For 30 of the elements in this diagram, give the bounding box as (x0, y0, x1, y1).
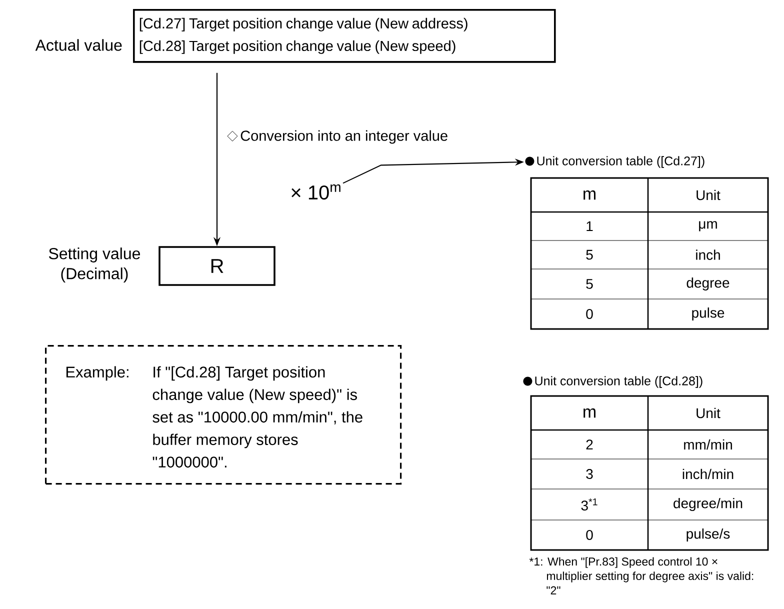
table-cell: Unit (696, 190, 720, 200)
table-cell: inch/min (682, 468, 734, 480)
table-cell: pulse (692, 307, 724, 321)
table-cell: pulse/s (686, 528, 730, 542)
note-box: Example: If "[Cd.28] Target position change value (New speed)" is set as "10000.00 mm/min", the buffer memory stores "1000000". (45, 345, 402, 485)
edge-label: Conversion into an integer value (227, 130, 448, 144)
node-caption: Setting value (Decimal) (48, 248, 140, 282)
node-caption: Actual value (35, 39, 122, 51)
table-cell: μm (699, 221, 717, 232)
table-cell: 3 (586, 469, 593, 479)
table-cell: 5 (586, 250, 593, 260)
table-cell: 0 (586, 530, 593, 540)
table-heading: Unit conversion table ([Cd.27]) (525, 156, 704, 168)
footnote: *1: When "[Pr.83] Speed control 10 × multiplier setting for degree axis" is valid: "2" (529, 557, 754, 594)
table-cell: 3$^{*1}$ (581, 498, 598, 511)
table-cell: 1 (586, 221, 593, 231)
table-cell: m (584, 190, 596, 200)
table-cell: degree/min (674, 498, 742, 512)
table-cell: Unit (696, 408, 720, 418)
value-box: [Cd.27] Target position change value (New address) [Cd.28] Target position change value (New speed) (133, 9, 556, 63)
value-box: R (158, 246, 276, 286)
table-heading: Unit conversion table ([Cd.28]) (523, 376, 702, 388)
multiplier-text: × 10$^{m}$ (292, 184, 340, 200)
table-cell: 0 (586, 309, 593, 319)
table-cell: 2 (586, 440, 593, 450)
table-cell: 5 (586, 279, 593, 289)
table-cell: inch (696, 250, 720, 260)
table-cell: degree (686, 277, 730, 291)
table-cell: m (584, 408, 596, 418)
table-cell: mm/min (684, 439, 732, 450)
